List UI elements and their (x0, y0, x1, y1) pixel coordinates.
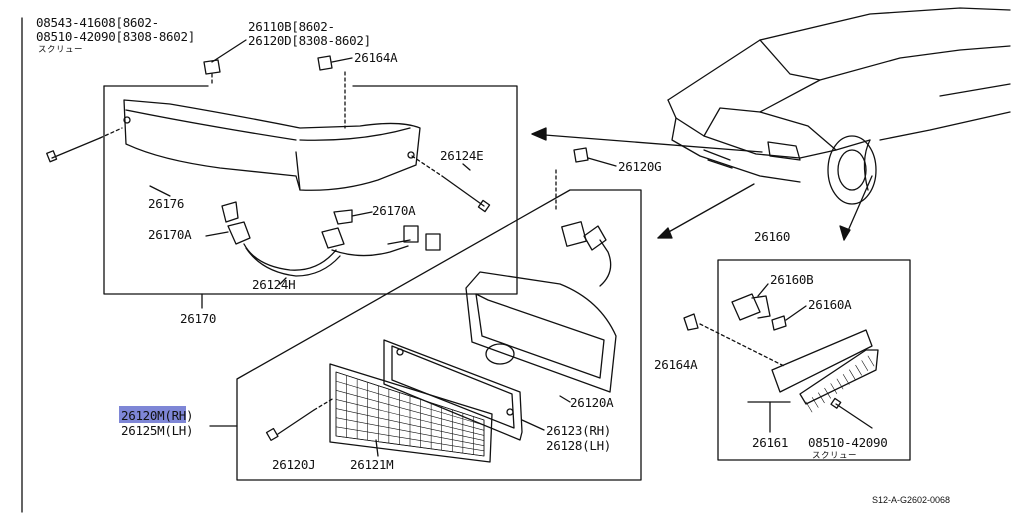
label-26176-leader (149, 185, 171, 197)
gasket-hole-b (506, 408, 514, 416)
screw-right-head (477, 199, 491, 213)
housing-inner (475, 293, 605, 379)
screw-j-leader (313, 397, 335, 411)
grommet-side-drop (699, 323, 785, 367)
screw-left (51, 137, 101, 159)
label-socket-right[interactable]: 26170A (372, 203, 416, 218)
grommet-top (317, 55, 333, 71)
lens-leader (375, 439, 379, 457)
label-26170a-left-leader (205, 231, 229, 237)
bracket-right (333, 209, 353, 225)
label-clip-g[interactable]: 26120G (618, 159, 662, 174)
arrows (531, 127, 873, 241)
side-screw-head (830, 397, 842, 409)
label-screw-j[interactable]: 26120J (272, 457, 316, 472)
lamp-hole-left (123, 116, 131, 124)
gasket (383, 339, 523, 441)
bracket-left (221, 201, 239, 223)
grommet-top-leader (331, 57, 353, 63)
label-screw-top-jp: スクリュー (38, 45, 84, 55)
label-26124e-leader (462, 163, 471, 171)
gasket-inner (391, 345, 515, 429)
label-socket-b[interactable]: 26160B (770, 272, 814, 287)
label-combo-rh[interactable]: 26120M(RH) (121, 408, 194, 423)
label-clip-line2[interactable]: 26120D[8308-8602] (248, 33, 371, 48)
clip-leader (211, 39, 247, 63)
socket-left (227, 221, 251, 245)
lower-box-frame (236, 189, 642, 481)
gasket-leader (521, 419, 545, 431)
socket-right (321, 227, 345, 249)
side-screw (835, 403, 873, 429)
wire-harness (243, 239, 411, 277)
grommet-side (683, 313, 699, 331)
label-screw-top-line1[interactable]: 08543-41608[8602- (36, 15, 159, 30)
car-illustration (667, 7, 1011, 205)
label-harness[interactable]: 26124H (252, 277, 296, 292)
label-housing[interactable]: 26120A (570, 395, 614, 410)
side-marker-box (717, 259, 911, 461)
label-screw-top-line2[interactable]: 08510-42090[8308-8602] (36, 29, 195, 44)
bulb-26160a (771, 315, 787, 331)
label-lamp-kit[interactable]: 26170 (180, 311, 217, 326)
screw-right-leader (411, 155, 443, 177)
label-lamp-assembly[interactable]: 26176 (148, 196, 185, 211)
label-socket-left[interactable]: 26170A (148, 227, 192, 242)
screw-j-head (265, 427, 279, 441)
part-highlight (119, 406, 186, 423)
gasket-hole-a (396, 348, 404, 356)
screw-left-leader (99, 127, 123, 139)
label-combo-lh[interactable]: 26125M(LH) (121, 423, 194, 438)
bumper-lamp-lens (123, 99, 421, 191)
label-screw-side-jp: スクリュー (812, 451, 858, 461)
connector-b (425, 233, 441, 251)
clip-g-leader (587, 157, 617, 167)
lamp-hole-right (407, 151, 415, 159)
upper-box-frame (103, 85, 518, 295)
label-gasket-lh[interactable]: 26128(LH) (546, 438, 612, 453)
clip-26120g (573, 147, 589, 163)
label-screw-right[interactable]: 26124E (440, 148, 484, 163)
housing-leader (559, 395, 571, 403)
label-lens[interactable]: 26121M (350, 457, 394, 472)
label-gasket-rh[interactable]: 26123(RH) (546, 423, 612, 438)
label-26124h-leader (279, 277, 287, 285)
housing-plug (561, 221, 587, 247)
lamp-housing (465, 271, 617, 393)
label-bulb-a[interactable]: 26160A (808, 297, 852, 312)
screw-j (277, 409, 315, 435)
label-side-lens[interactable]: 26161 (752, 435, 789, 450)
label-grommet-top[interactable]: 26164A (354, 50, 398, 65)
label-grommet-side[interactable]: 26164A (654, 357, 698, 372)
side-marker-lens (771, 329, 879, 413)
combo-lamp-lens (329, 363, 493, 463)
socket-26160b (731, 293, 771, 321)
connector-a (403, 225, 419, 243)
bulb (485, 343, 515, 365)
housing-connector (583, 225, 612, 287)
screw-right (441, 175, 485, 207)
bumper-lamp-inner (125, 109, 411, 191)
screw-left-head (46, 150, 58, 163)
label-screw-side[interactable]: 08510-42090 (808, 435, 888, 450)
socket-b-leader (757, 283, 769, 297)
label-26170a-right-leader (351, 211, 373, 217)
bulb-a-leader (785, 305, 807, 321)
label-side-marker-kit[interactable]: 26160 (754, 229, 791, 244)
label-clip-line1[interactable]: 26110B[8602- (248, 19, 335, 34)
reference-code: S12-A-G2602-0068 (872, 495, 951, 505)
